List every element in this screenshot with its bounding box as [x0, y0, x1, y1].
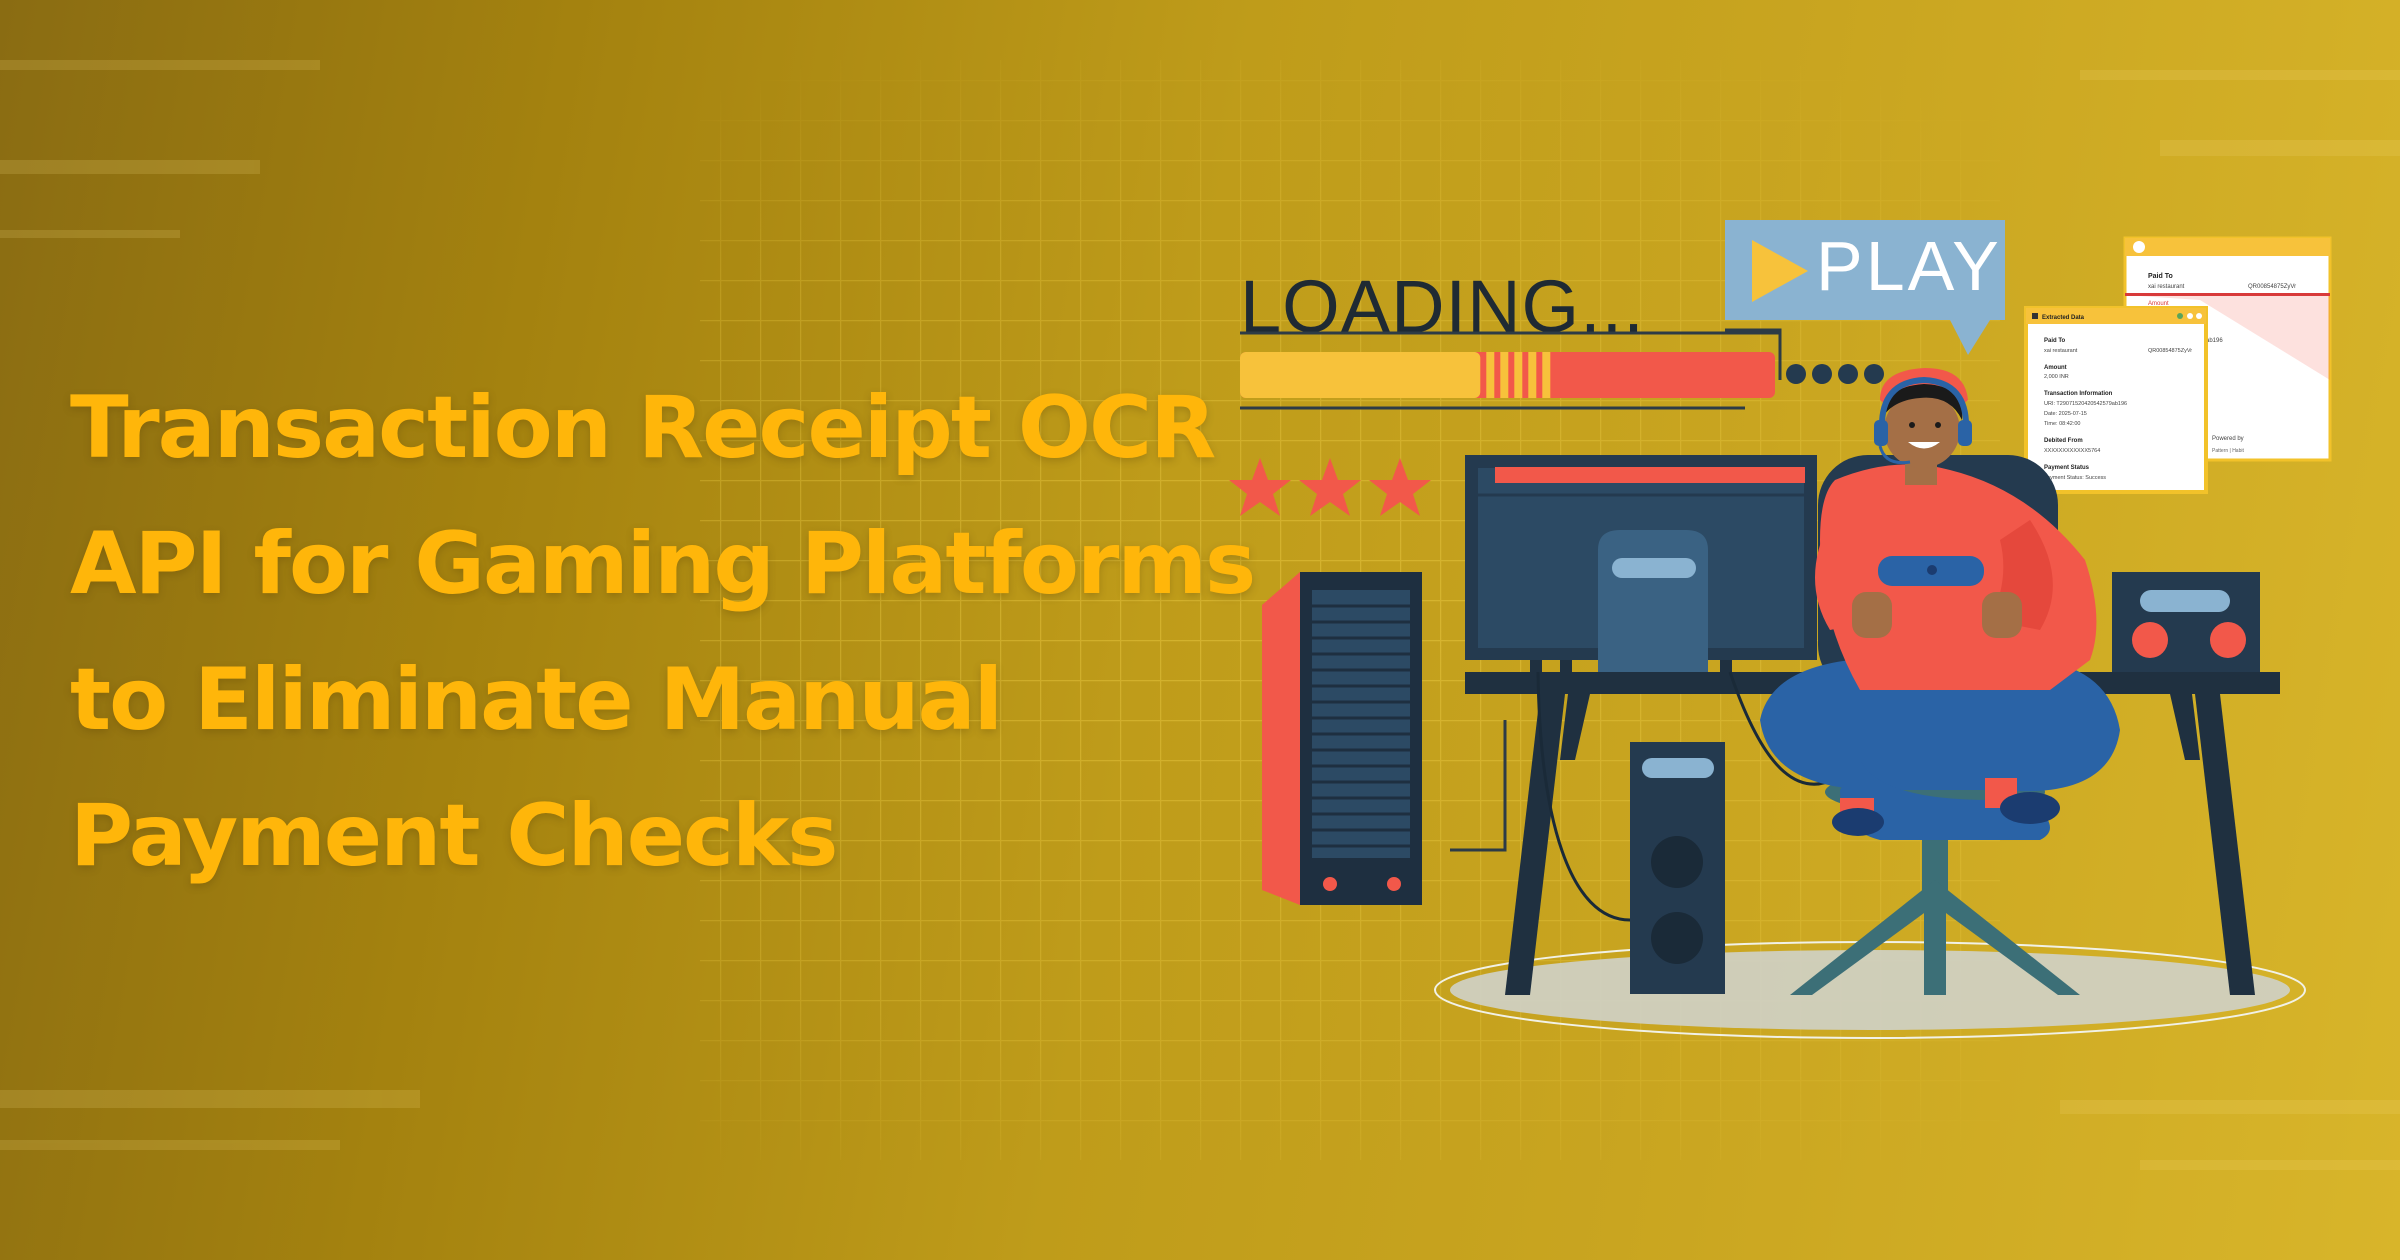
progress-stripe: [1514, 352, 1523, 398]
headset-icon: [1878, 376, 1970, 431]
receipt-paid-to-name: xai restaurant: [2044, 348, 2078, 354]
progress-stripe: [1486, 352, 1495, 398]
receipt-status-value: payment Status: Success: [2044, 475, 2106, 481]
headline-line-1: Transaction Receipt OCR: [70, 378, 1216, 478]
receipt-amount-value: 2,000 INR: [2044, 374, 2069, 380]
info-icon: [2133, 241, 2145, 253]
loading-progress-stripes: [1486, 352, 1551, 398]
headline-line-4: Payment Checks: [70, 786, 838, 886]
loading-text: LOADING...: [1240, 265, 1645, 348]
receipt-paid-to-label: Paid To: [2044, 338, 2066, 344]
headline: Transaction Receipt OCR API for Gaming P…: [70, 360, 1256, 904]
star-icon: [1229, 458, 1291, 516]
loading-progress-fill: [1240, 352, 1481, 398]
receipt-back-amount-label: Amount: [2148, 301, 2169, 307]
receipt-back-txn-fragment: 579ab196: [2196, 338, 2223, 344]
receipt-amount-label: Amount: [2044, 365, 2067, 371]
controller-icon: [1927, 565, 1937, 575]
rating-stars: [1229, 458, 1431, 516]
play-bubble: PLAY: [1725, 220, 2005, 355]
radio-device: [2112, 572, 2260, 672]
play-text: PLAY: [1816, 227, 2002, 305]
loading-progress-bar: [1240, 352, 1775, 398]
receipt-debited-label: Debited From: [2044, 438, 2083, 444]
receipt-card-front: Extracted Data Paid To xai restaurant QR…: [2024, 306, 2208, 494]
receipt-debited-value: XXXXXXXXXXXX5764: [2044, 448, 2100, 454]
progress-dots: [1786, 364, 1884, 384]
receipt-txn-date: Date: 2025-07-15: [2044, 411, 2087, 417]
floor-shadow: [1450, 950, 2290, 1030]
receipt-back-paid-to-label: Paid To: [2148, 273, 2173, 280]
receipt-back-paid-to-name: xai restaurant: [2148, 284, 2185, 290]
star-icon: [1299, 458, 1361, 516]
speaker: [1630, 742, 1725, 994]
headline-line-3: to Eliminate Manual: [70, 650, 1003, 750]
receipt-back-powered-label: Powered by: [2212, 436, 2244, 442]
receipt-status-label: Payment Status: [2044, 465, 2090, 471]
progress-stripe: [1528, 352, 1537, 398]
receipt-back-paid-to-id: QR00854875ZyVr: [2248, 284, 2296, 290]
receipt-header: Extracted Data: [2042, 315, 2085, 321]
star-icon: [1369, 458, 1431, 516]
progress-stripe: [1500, 352, 1509, 398]
gamer-person: [1760, 368, 2120, 840]
receipt-txn-time: Time: 08:42:00: [2044, 421, 2080, 427]
pc-tower: [1262, 572, 1422, 905]
monitor-stand: [1598, 530, 1708, 672]
receipt-paid-to-id: QR00854875ZyVr: [2148, 348, 2192, 354]
receipt-back-footer: Pattern | Habit: [2212, 448, 2244, 454]
headline-line-2: API for Gaming Platforms: [70, 514, 1256, 614]
receipt-txn-label: Transaction Information: [2044, 391, 2113, 397]
progress-stripe: [1542, 352, 1551, 398]
play-icon: [1752, 240, 1808, 302]
receipt-txn-uri: URI: T29071520420542579ab196: [2044, 401, 2127, 407]
